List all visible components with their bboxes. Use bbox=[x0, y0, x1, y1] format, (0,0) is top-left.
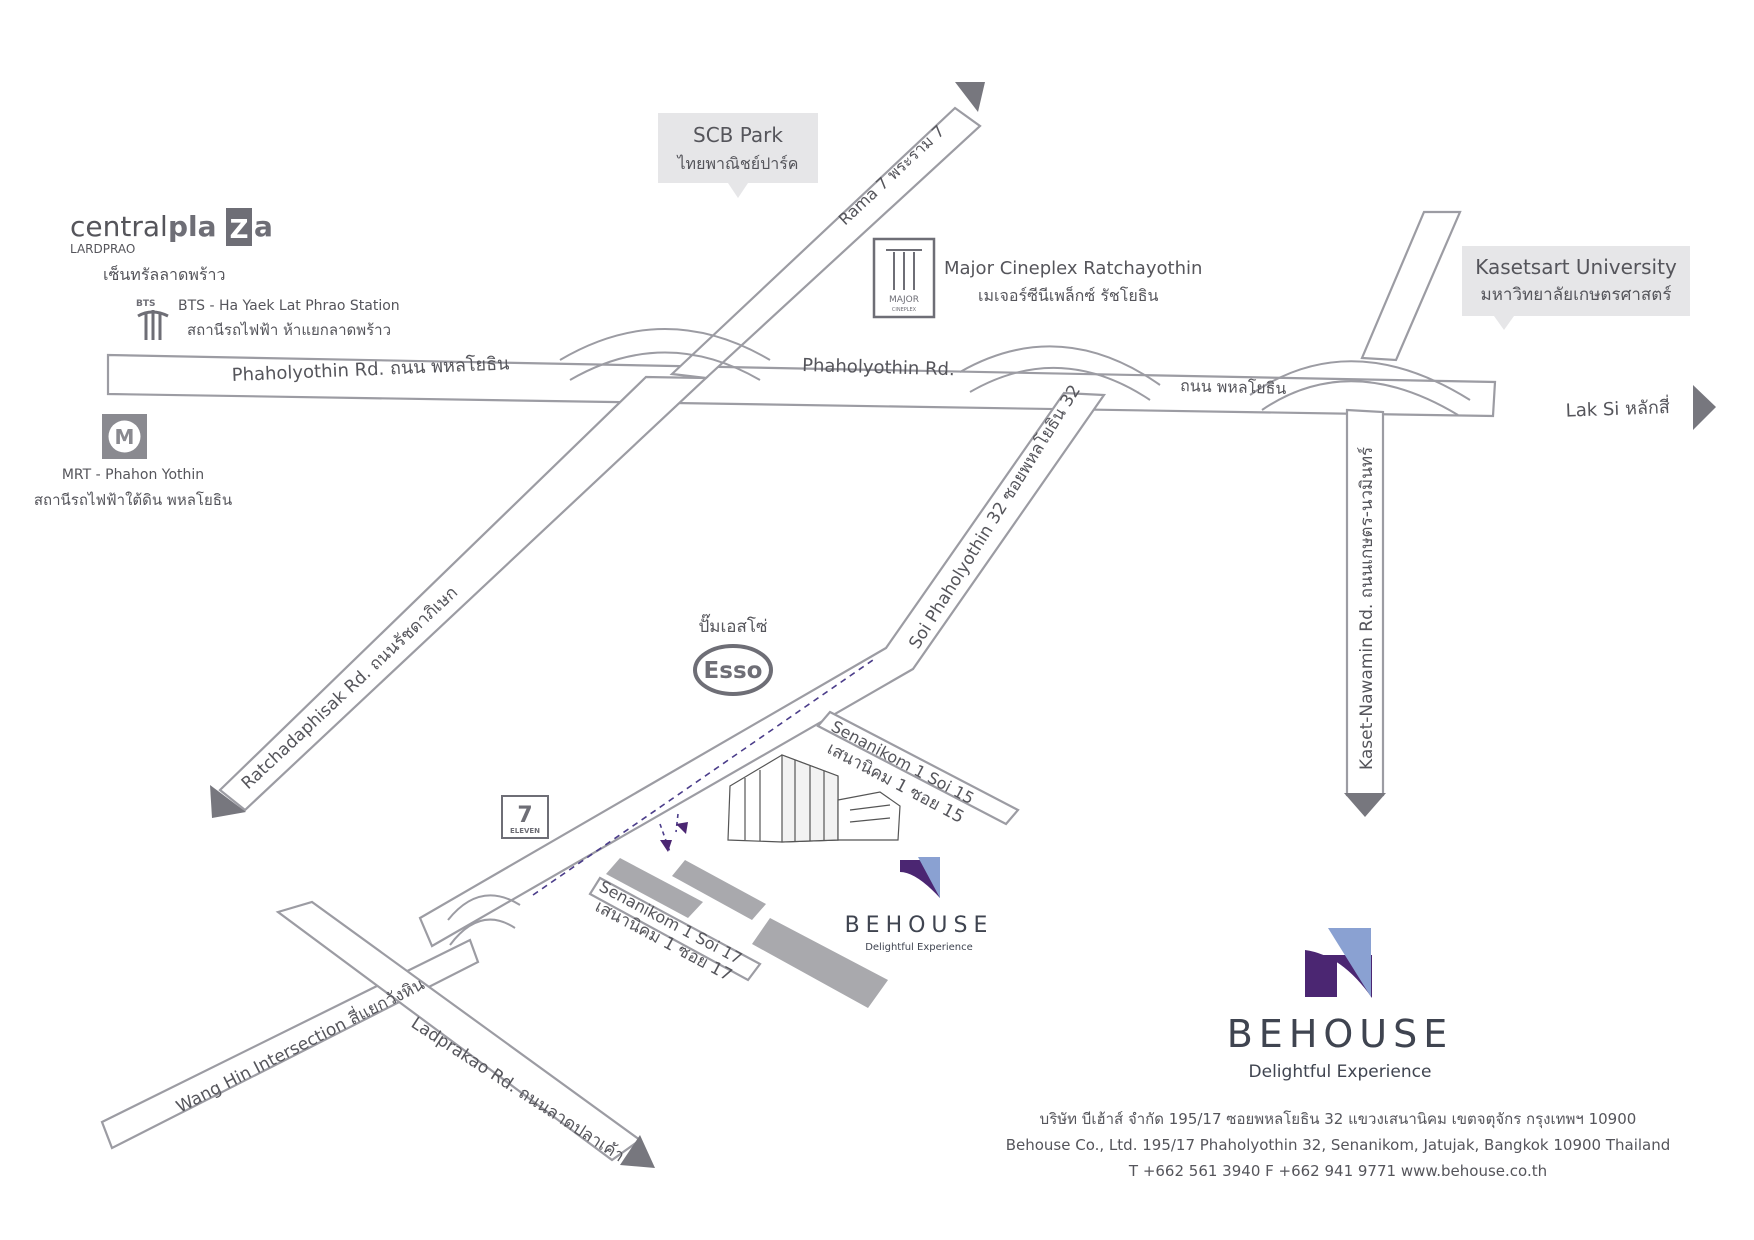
mrt-logo-icon: M bbox=[102, 414, 147, 459]
mrt-label-en: MRT - Phahon Yothin bbox=[62, 467, 204, 483]
major-logo-sub: CINEPLEX bbox=[892, 307, 917, 313]
scb-park-label-en: SCB Park bbox=[693, 123, 783, 147]
central-plaza-z: Z bbox=[230, 215, 249, 245]
road-label-soi32: Soi Phaholyothin 32 ซอยพหลโยธิน 32 bbox=[904, 381, 1085, 653]
road-label-kaset-nawamin: Kaset-Nawamin Rd. ถนนเกษตร-นวมินทร์ bbox=[1357, 447, 1377, 770]
road-label-rama7: Rama 7 พระราม 7 bbox=[835, 121, 948, 229]
seven-eleven-logo-num: 7 bbox=[517, 803, 532, 828]
central-plaza-word1: central bbox=[70, 210, 168, 243]
kasetsart-spur-road bbox=[1360, 210, 1462, 362]
scb-park-callout: SCB Park ไทยพาณิชย์ปาร์ค bbox=[658, 113, 818, 198]
soi17-road bbox=[588, 876, 762, 982]
road-label-phaholyothin-thai: ถนน พหลโยธิน bbox=[1180, 376, 1287, 398]
bts-logo-text: BTS bbox=[136, 299, 155, 309]
road-label-wang-hin: Wang Hin Intersection สี่แยกวังหิน bbox=[172, 972, 428, 1118]
road-label-ratchadaphisak: Ratchadaphisak Rd. ถนนรัชดาภิเษก bbox=[238, 583, 462, 794]
behouse-map-tagline: Delightful Experience bbox=[865, 942, 973, 953]
walking-path-branch2 bbox=[675, 813, 679, 833]
esso-logo-icon: Esso bbox=[693, 644, 773, 696]
arrow-icon-southeast bbox=[620, 1135, 655, 1168]
seven-eleven-logo-icon: 7 ELEVEN bbox=[501, 795, 549, 839]
lot-2 bbox=[672, 860, 766, 920]
behouse-logo-icon bbox=[1305, 928, 1372, 998]
company-name: BEHOUSE bbox=[1227, 1012, 1454, 1056]
major-cineplex-logo-icon: MAJOR CINEPLEX bbox=[872, 237, 936, 319]
arrow-icon-south bbox=[1344, 793, 1386, 817]
behouse-map-name: BEHOUSE bbox=[845, 913, 994, 938]
road-label-lak-si: Lak Si หลักสี่ bbox=[1565, 394, 1670, 422]
road-label-phaholyothin-mid: Phaholyothin Rd. bbox=[802, 355, 955, 380]
bts-label-en: BTS - Ha Yaek Lat Phrao Station bbox=[178, 298, 400, 314]
company-contact: T +662 561 3940 F +662 941 9771 www.beho… bbox=[1128, 1162, 1547, 1180]
overpass-arcs bbox=[447, 328, 1471, 946]
lot-1 bbox=[606, 858, 703, 918]
building-icon bbox=[727, 754, 901, 843]
lot-3 bbox=[752, 918, 888, 1008]
central-plaza-word2: pla bbox=[168, 210, 217, 243]
central-plaza-sub: LARDPRAO bbox=[70, 242, 135, 256]
central-plaza-logo: central pla Z a LARDPRAO bbox=[70, 208, 273, 256]
esso-logo-text: Esso bbox=[704, 658, 763, 684]
company-tagline: Delightful Experience bbox=[1249, 1062, 1432, 1082]
major-cineplex-label-en: Major Cineplex Ratchayothin bbox=[944, 258, 1202, 279]
bts-logo-icon: BTS bbox=[136, 299, 169, 340]
entrance-marker bbox=[660, 840, 672, 852]
bts-label-th: สถานีรถไฟฟ้า ห้าแยกลาดพร้าว bbox=[187, 321, 391, 339]
behouse-logo-icon-small bbox=[900, 857, 940, 898]
entrance-marker-2 bbox=[676, 822, 688, 834]
esso-label-th: ปั๊มเอสโซ่ bbox=[698, 613, 767, 637]
central-plaza-thai: เซ็นทรัลลาดพร้าว bbox=[103, 264, 226, 284]
major-logo-text: MAJOR bbox=[889, 295, 919, 305]
company-address-en: Behouse Co., Ltd. 195/17 Phaholyothin 32… bbox=[1006, 1136, 1671, 1154]
arrow-icon-east bbox=[1693, 385, 1716, 430]
mrt-label-th: สถานีรถไฟฟ้าใต้ดิน พหลโยธิน bbox=[34, 491, 232, 509]
kasetsart-label-en: Kasetsart University bbox=[1475, 255, 1677, 279]
phaholyothin-road bbox=[106, 353, 1497, 418]
soi15-road bbox=[816, 710, 1020, 826]
arrow-icon-north bbox=[955, 82, 985, 112]
kasetsart-callout: Kasetsart University มหาวิทยาลัยเกษตรศาส… bbox=[1462, 246, 1690, 330]
soi32-road bbox=[418, 391, 1107, 948]
central-plaza-word3: a bbox=[254, 210, 273, 243]
major-cineplex-label-th: เมเจอร์ซีนีเพล็กซ์ รัชโยธิน bbox=[978, 285, 1159, 305]
company-address-th: บริษัท บีเฮ้าส์ จำกัด 195/17 ซอยพหลโยธิน… bbox=[1040, 1110, 1637, 1129]
ratchadaphisak-road bbox=[218, 375, 709, 812]
scb-park-label-th: ไทยพาณิชย์ปาร์ค bbox=[675, 154, 798, 173]
kasetsart-label-th: มหาวิทยาลัยเกษตรศาสตร์ bbox=[1481, 285, 1672, 305]
road-label-ladprakao: Ladprakao Rd. ถนนลาดปลาเค้า bbox=[407, 1013, 628, 1166]
walking-path bbox=[532, 659, 874, 896]
mrt-logo-text: M bbox=[115, 425, 135, 449]
seven-eleven-logo-text: ELEVEN bbox=[510, 827, 540, 835]
arrow-icon-southwest bbox=[210, 785, 246, 818]
